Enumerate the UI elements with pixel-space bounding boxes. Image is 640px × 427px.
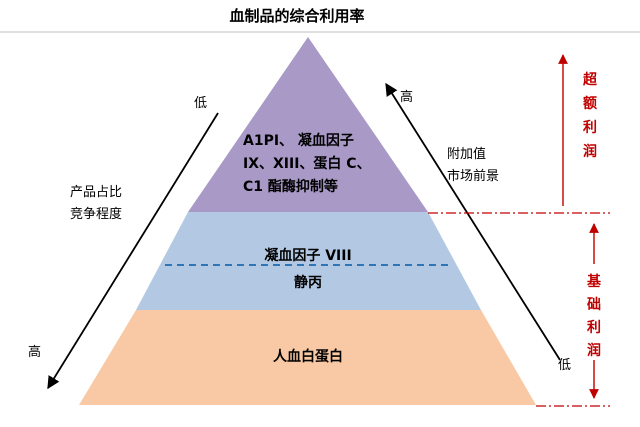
left-arrow-bottom-label: 高	[28, 344, 41, 360]
basic-profit-char-2: 础	[587, 296, 601, 313]
tier-middle	[136, 212, 481, 310]
top-tier-line-2: IX、XIII、蛋白 C、	[243, 155, 371, 172]
excess-profit-char-2: 额	[583, 95, 597, 112]
excess-profit-char-3: 利	[583, 119, 597, 136]
right-trend-arrow	[385, 82, 561, 361]
tier-top	[188, 37, 428, 212]
middle-tier-lower-label: 静丙	[294, 274, 322, 291]
basic-profit-char-4: 润	[587, 342, 601, 359]
right-caption-line-2: 市场前景	[447, 168, 499, 184]
excess-profit-char-1: 超	[582, 71, 598, 88]
left-trend-arrow	[47, 112, 219, 390]
right-arrow-bottom-label: 低	[558, 358, 571, 373]
top-tier-line-3: C1 酯酶抑制等	[243, 178, 338, 195]
tier-bottom	[79, 310, 536, 405]
middle-tier-upper-label: 凝血因子 VIII	[264, 247, 351, 264]
basic-profit-char-1: 基	[587, 273, 602, 290]
left-caption-line-1: 产品占比	[70, 185, 122, 200]
bottom-tier-label: 人血白蛋白	[273, 348, 343, 365]
diagram-title: 血制品的综合利用率	[229, 7, 364, 25]
right-arrow-top-label: 高	[400, 89, 413, 105]
basic-profit-char-3: 利	[587, 319, 601, 336]
right-caption-line-1: 附加值	[447, 146, 486, 162]
top-tier-line-1: A1PI、 凝血因子	[243, 132, 354, 149]
left-arrow-top-label: 低	[194, 96, 207, 111]
excess-profit-char-4: 润	[583, 143, 597, 160]
left-caption-line-2: 竞争程度	[70, 206, 122, 222]
